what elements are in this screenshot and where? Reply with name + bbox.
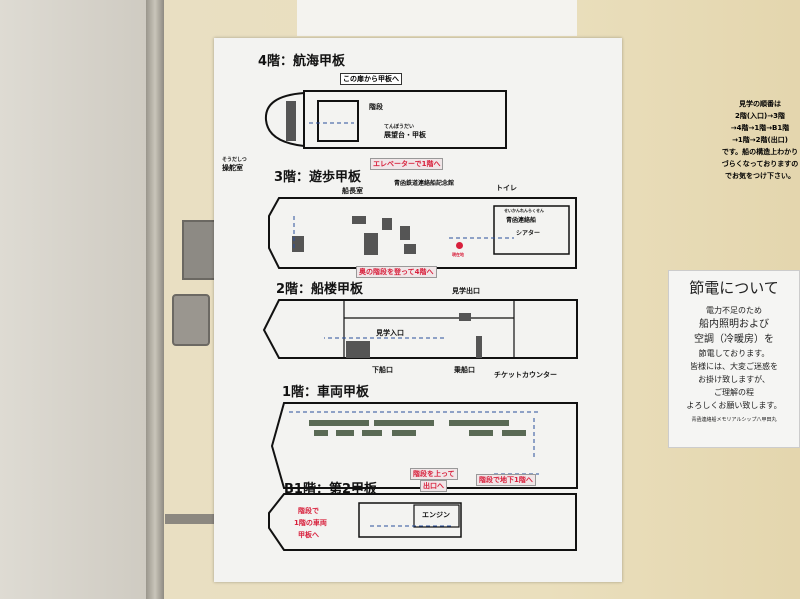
floor2-ticket-label: チケットカウンター: [494, 371, 557, 379]
floor2-entrance-label: 見学入口: [376, 329, 404, 337]
door-lock[interactable]: [172, 294, 210, 346]
ship-outlines: [262, 90, 578, 551]
floor4-observation-ruby: てんぼうだい: [384, 124, 415, 130]
power-saving-notice: 節電について 電力不足のため 船内照明および 空調（冷暖房）を 節電しております…: [668, 270, 800, 448]
notice-line: 電力不足のため: [706, 306, 762, 315]
floorb1-title: B1階：第2甲板: [284, 482, 377, 497]
floor4-elevator-label: エレベーターで1階へ: [370, 158, 444, 170]
door-frame: [146, 0, 164, 599]
notice-line: よろしくお願い致します。: [686, 401, 782, 410]
route-line: 見学の順番は: [739, 100, 781, 108]
floorb1-back-label-b: 1階の車両: [294, 519, 327, 527]
current-location-marker: [456, 242, 463, 249]
floor4-observation-label: 展望台・甲板: [384, 131, 426, 139]
floorb1-engine-label: エンジン: [422, 511, 450, 519]
floor3-captain-label: 船長室: [342, 187, 363, 195]
floor4-title: 4階：航海甲板: [258, 54, 346, 69]
floor2-board-label: 乗船口: [454, 366, 475, 374]
floor2-title: 2階：船楼甲板: [276, 282, 364, 297]
floor2-disembark-label: 下船口: [372, 366, 393, 374]
floor3-theater-label-b: シアター: [516, 230, 541, 237]
notice-footer: 青函連絡船メモリアルシップ八甲田丸: [691, 417, 777, 423]
deck4-stairs: [317, 100, 359, 142]
floor2-exit-label: 見学出口: [452, 287, 480, 295]
notice-line: 皆様には、大変ご迷惑を: [690, 362, 778, 371]
door-hinge: [165, 514, 219, 524]
route-line: です。船の構造上わかり: [721, 148, 799, 156]
floor4-stairs-label: 階段: [369, 103, 383, 111]
notice-line: 節電しております。: [698, 349, 770, 358]
wall: [0, 0, 146, 599]
route-line: 2階(入口)→3階: [734, 112, 785, 120]
floorb1-back-label-a: 階段で: [298, 507, 319, 515]
floor3-theater-label-a: 青函連絡船: [506, 217, 537, 224]
notice-line: 空調（冷暖房）を: [694, 334, 774, 345]
route-line: →4階→1階→B1階: [730, 124, 790, 132]
deckb1-outline: [268, 493, 577, 551]
route-note-cloud: 見学の順番は 2階(入口)→3階 →4階→1階→B1階 →1階→2階(出口) で…: [696, 88, 800, 193]
floor3-theater-ruby: せいかんれんらくせん: [504, 208, 544, 213]
notice-line: お掛け致しますが、: [698, 375, 770, 384]
floor3-museum-label: 青函鉄道連絡船記念館: [394, 180, 455, 187]
floor1-title: 1階：車両甲板: [282, 385, 370, 400]
route-line: →1階→2階(出口): [732, 136, 788, 144]
floor1-up-exit-label-b: 出口へ: [420, 480, 447, 492]
floor3-back-stairs-label: 奥の階段を登って4階へ: [356, 266, 437, 278]
route-line: でお気をつけ下さい。: [725, 172, 795, 180]
deck2-outline: [262, 299, 578, 359]
floor-map-poster: 4階：航海甲板 この扉から甲板へ 階段 てんぼうだい 展望台・甲板 エレベーター…: [214, 38, 800, 582]
top-paper: [297, 0, 577, 36]
route-line: づらくなっておりますの: [721, 160, 799, 168]
deck4-bow: [264, 92, 305, 147]
floor3-toilet-label: トイレ: [496, 184, 517, 192]
notice-title: 節電について: [689, 279, 779, 297]
deck3-outline: [268, 197, 577, 269]
floor4-steering-ruby: そうだしつ: [222, 157, 247, 163]
floorb1-back-label-c: 甲板へ: [298, 531, 319, 539]
floor1-down-label: 階段で地下1階へ: [476, 474, 536, 486]
floor4-steering-label: 操舵室: [222, 164, 243, 172]
floor4-door-label: この扉から甲板へ: [340, 73, 402, 85]
deck4-outline: [303, 90, 507, 149]
floor1-up-exit-label-a: 階段を上って: [410, 468, 458, 480]
floor3-title: 3階：遊歩甲板: [274, 170, 362, 185]
floor3-here-label: 現在地: [452, 252, 464, 257]
notice-line: ご理解の程: [714, 388, 754, 397]
notice-line: 船内照明および: [699, 319, 769, 330]
